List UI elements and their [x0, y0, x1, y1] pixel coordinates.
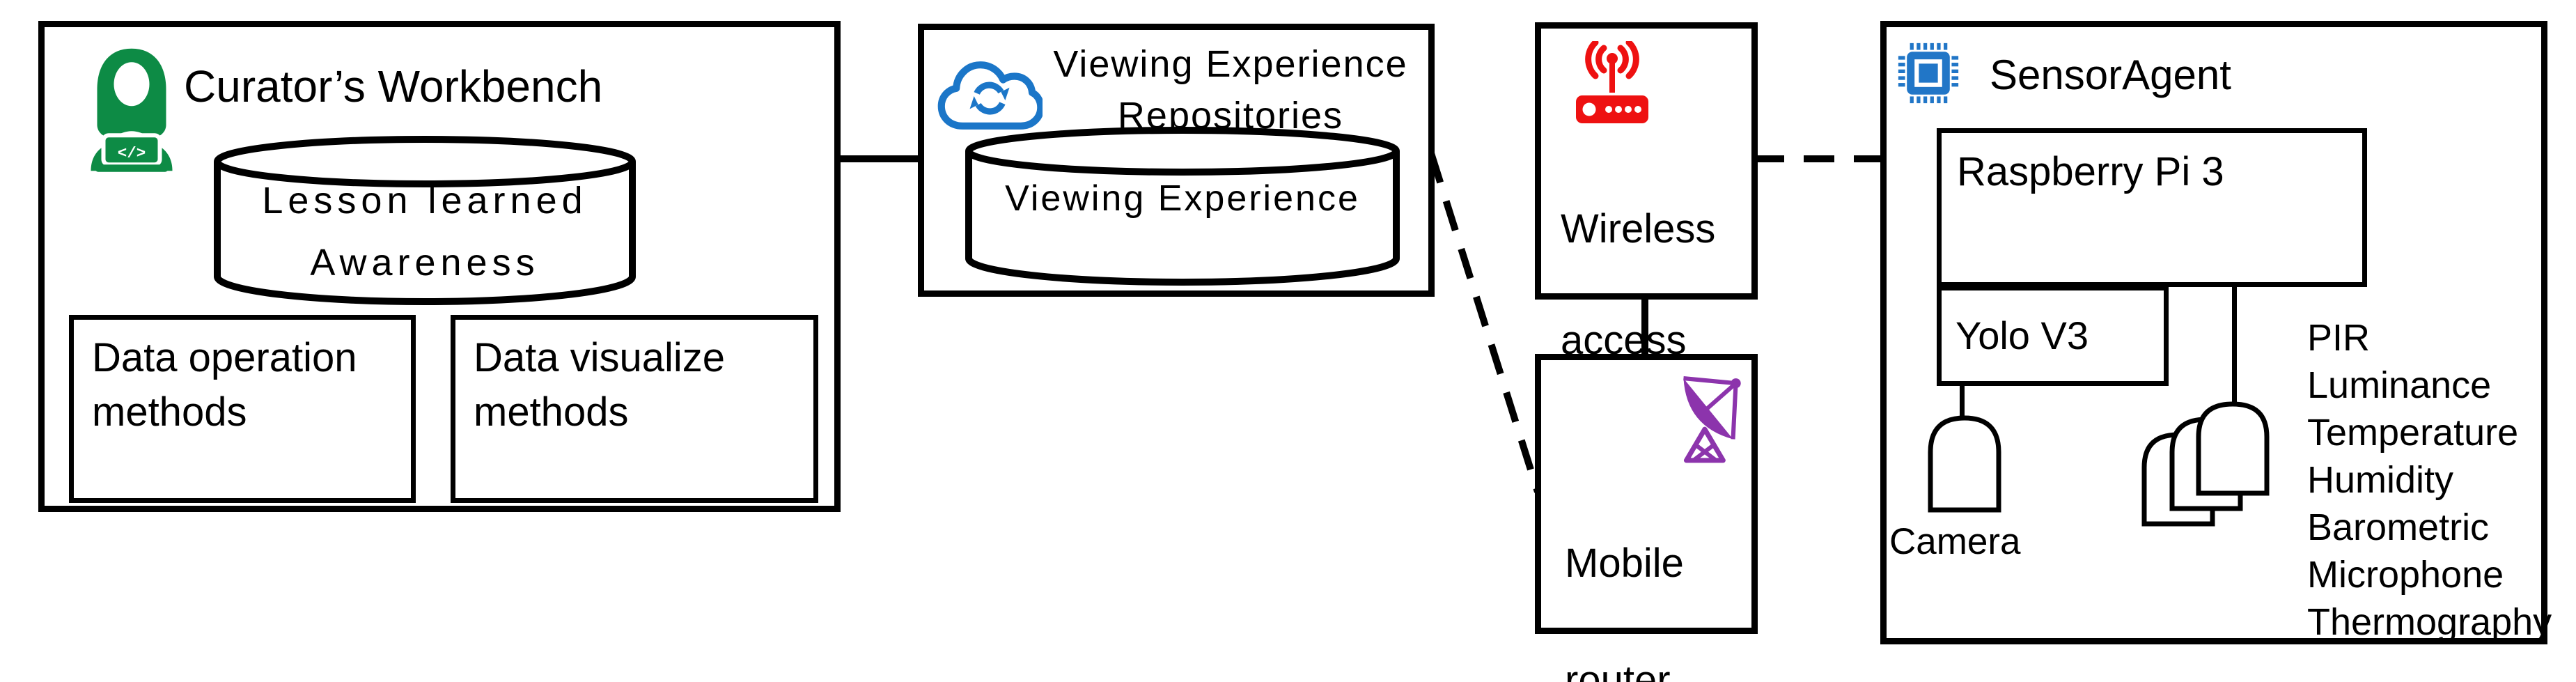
cloud-sync-icon [937, 61, 1043, 130]
data-visualize-methods-box: Data visualize methods [451, 315, 818, 503]
connector-rpi-to-sensors [2232, 286, 2237, 406]
mobile-router-label-line1: Mobile [1565, 541, 1684, 586]
raspberry-pi-box: Raspberry Pi 3 [1937, 128, 2367, 287]
yolo-label: Yolo V3 [1956, 313, 2089, 357]
sensor-list-item: Thermography [2307, 601, 2552, 643]
mobile-router-box: Mobile router [1535, 354, 1758, 682]
viewing-experience-repositories-box: Viewing Experience Repositories Viewing … [918, 24, 1435, 297]
data-operation-methods-box: Data operation methods [69, 315, 416, 503]
curator-person-icon: </> [91, 48, 173, 172]
curator-workbench-box: </> Curator’s Workbench Lesson learned A… [38, 21, 841, 512]
sensor-list-item: Humidity [2307, 459, 2454, 501]
lesson-learned-line2: Awareness [310, 242, 540, 284]
connector-yolo-to-camera [1960, 382, 1965, 424]
wap-label-line1: Wireless [1561, 206, 1716, 251]
sensor-list-item: Barometric [2307, 506, 2490, 548]
curator-title: Curator’s Workbench [184, 61, 603, 111]
wireless-router-icon [1576, 41, 1648, 123]
camera-label: Camera [1889, 521, 2021, 562]
sensor-dome-front-icon [2196, 401, 2270, 496]
connector-viewing-to-mobile-dashed [1428, 152, 1541, 493]
chip-icon [1898, 42, 1959, 104]
sensor-list-item: PIR [2307, 317, 2371, 359]
viewing-title-line1: Viewing Experience [1053, 43, 1408, 85]
data-visualize-methods-label: Data visualize methods [474, 335, 726, 435]
yolo-box: Yolo V3 [1937, 286, 2169, 386]
lesson-learned-db-cylinder [214, 136, 636, 305]
lesson-learned-line1: Lesson learned [262, 180, 588, 222]
sensor-list-item: Luminance [2307, 364, 2492, 406]
mobile-router-label-line2: router [1565, 658, 1671, 682]
raspberry-pi-label: Raspberry Pi 3 [1957, 149, 2224, 194]
sensor-list-item: Temperature [2307, 412, 2519, 454]
viewing-experience-db-label: Viewing Experience [1005, 178, 1360, 219]
camera-dome-icon [1928, 415, 2001, 513]
laptop-code-glyph: </> [118, 144, 146, 162]
data-operation-methods-label: Data operation methods [92, 335, 357, 435]
sensor-agent-box: SensorAgent Raspberry Pi 3 Yolo V3 Camer… [1880, 21, 2552, 644]
satellite-dish-icon [1683, 376, 1741, 463]
wireless-access-point-box: Wireless access point [1535, 22, 1758, 474]
viewing-experience-db-cylinder [965, 127, 1400, 286]
sensor-list-item: Microphone [2307, 554, 2504, 596]
sensor-list: PIR Luminance Temperature Humidity Barom… [2307, 314, 2552, 646]
sensor-agent-title: SensorAgent [1990, 52, 2231, 98]
